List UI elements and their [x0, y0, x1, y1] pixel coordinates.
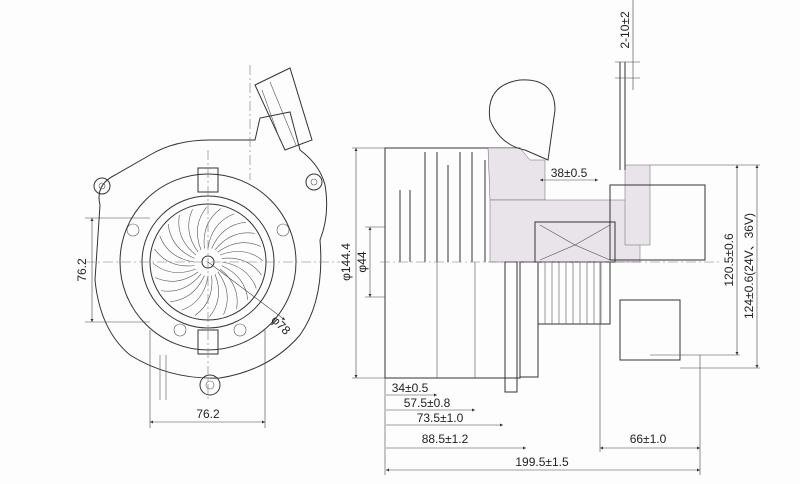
fan-blade: [221, 265, 249, 300]
fan-blade: [152, 263, 196, 273]
brush: [624, 164, 651, 246]
fan-blade: [181, 275, 209, 311]
side-view: φ144.4 φ44 38±0.5 2-10±2 120.5±0.6 124±0…: [339, 0, 760, 475]
dim-66: 66±1.0: [630, 432, 667, 446]
mount-lug: [93, 177, 111, 195]
mount-lug: [305, 173, 323, 191]
fan-blade: [217, 242, 261, 253]
dim-front-horizontal: 76.2: [196, 407, 220, 421]
outlet-duct: [254, 67, 313, 151]
fan-blade: [217, 271, 228, 315]
fan-blade: [220, 251, 264, 261]
dim-front-vertical: 76.2: [75, 258, 89, 282]
fan-blade: [221, 257, 262, 276]
dim-outer-diameter: φ144.4: [339, 243, 353, 281]
dim-wire: 2-10±2: [618, 11, 632, 49]
housing-section: [487, 147, 546, 201]
fan-blade: [170, 275, 205, 303]
dim-34: 34±0.5: [392, 381, 429, 395]
dim-57: 57.5±0.8: [404, 396, 451, 410]
dim-88: 88.5±1.2: [422, 432, 469, 446]
fan-blade: [155, 271, 199, 282]
dim-total: 199.5±1.5: [515, 455, 569, 469]
fan-blade: [159, 235, 195, 263]
fan-blade: [197, 206, 207, 250]
dim-height-a: 120.5±0.6: [722, 233, 736, 287]
dim-bearing: 38±0.5: [551, 166, 588, 180]
fan-blades: [152, 206, 264, 318]
dim-front-diameter: φ78: [268, 313, 293, 338]
fan-blade: [203, 208, 222, 249]
fan-blade: [167, 224, 195, 259]
outlet-pipe: [488, 79, 556, 161]
fan-blade: [154, 248, 195, 267]
motor-section: [489, 199, 641, 263]
mount-lug: [199, 374, 221, 396]
fan-blade: [221, 261, 257, 289]
terminal-block: [619, 299, 681, 361]
dim-73: 73.5±1.0: [417, 411, 464, 425]
fan-blade: [209, 274, 219, 318]
dim-height-b: 124±0.6(24V、36V): [742, 213, 756, 319]
blower-housing: [94, 111, 328, 379]
fan-blade: [178, 214, 197, 256]
fan-blade: [160, 273, 202, 292]
fan-blade: [194, 275, 213, 316]
stator: [537, 261, 611, 325]
fan-blade: [219, 268, 238, 310]
fan-blade: [188, 209, 199, 253]
front-view: 76.2 76.2 φ78: [75, 65, 340, 428]
fan-blade: [214, 232, 256, 251]
dim-inner-diameter: φ44: [355, 251, 369, 272]
fan-blade: [211, 221, 246, 249]
fan-blade: [207, 213, 235, 249]
